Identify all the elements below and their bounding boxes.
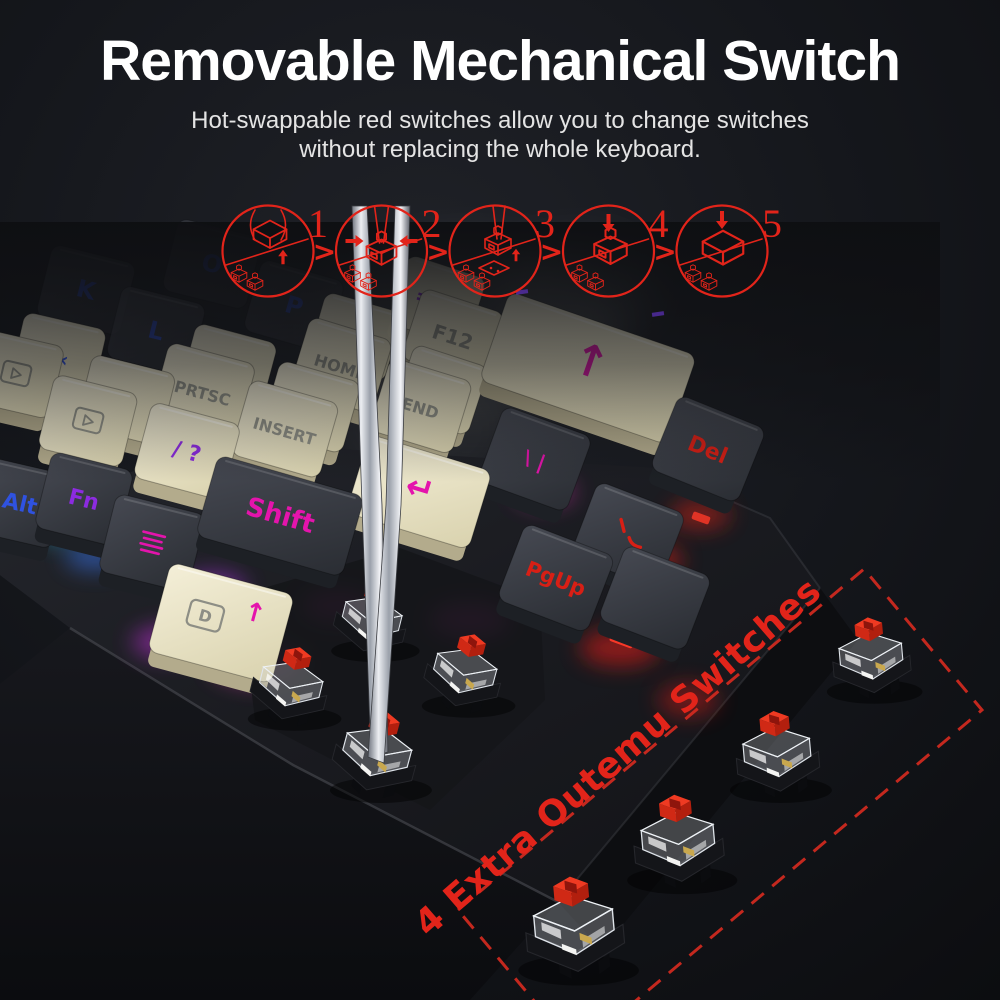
red-marks-icon [619,517,643,549]
tweezers [351,205,411,764]
step-pull-out-switch: 3 [448,201,555,298]
key-pgup: PgUp [496,524,614,644]
step-number: 2 [422,201,442,246]
subtitle-line-2: without replacing the whole keyboard. [299,136,701,163]
case-right-face [558,588,858,950]
case-front-face [0,628,558,1000]
step-number: 4 [649,201,669,246]
shadow-fade [0,222,940,482]
installed-switches [243,574,516,807]
underglow-light [658,684,718,716]
step-diagram: 1>2>3>4>5 [221,201,782,298]
step-arrow-separator: > [540,235,563,268]
step-remove-keycap: 1 [221,201,328,298]
extra-switches [518,613,923,986]
step-arrow-separator: > [313,235,336,268]
switch-plate-area [240,548,545,810]
step-arrow-separator: > [653,235,676,268]
dashed-outline [455,566,985,1000]
key-blank-right [597,546,710,662]
key-display-key: D↑ [148,563,293,696]
header: Removable Mechanical Switch Hot-swappabl… [0,30,1000,164]
haze-streak [651,311,665,317]
subtitle-line-1: Hot-swappable red switches allow you to … [191,107,809,134]
step-insert-new-switch: 4 [561,201,669,298]
step-replace-keycap: 5 [675,201,782,298]
key-shift: Shift [196,456,363,589]
page-title: Removable Mechanical Switch [100,29,901,93]
step-number: 5 [762,201,782,246]
menu-icon [139,530,167,556]
display-icon: D [196,605,214,627]
step-arrow-separator: > [426,235,449,268]
step-grip-switch-with-tweezers: 2 [334,201,442,298]
tweezer-right-prong [367,205,411,764]
step-number: 1 [308,201,328,246]
step-number: 3 [535,201,555,246]
